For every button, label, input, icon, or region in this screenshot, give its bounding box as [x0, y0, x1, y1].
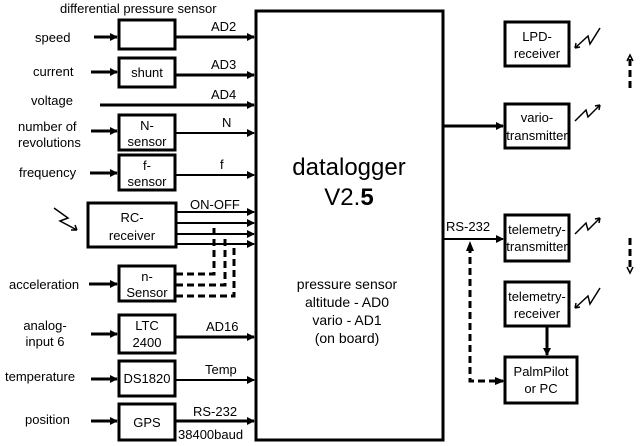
- vario-radio-icon: [574, 104, 601, 122]
- n-accel-label-1: n-: [141, 269, 153, 284]
- telemetry-transmitter-label-2: transmitter: [506, 239, 568, 254]
- shunt-box: [117, 56, 177, 89]
- telemetry-receiver-box: [503, 280, 571, 328]
- shunt-label: shunt: [131, 65, 163, 80]
- onboard-line-2: altitude - AD0: [305, 294, 389, 310]
- temp-signal: Temp: [205, 362, 237, 377]
- revolutions-label-1: number of: [18, 119, 77, 134]
- accel-dash-line-1: [176, 228, 216, 276]
- rc-receiver-box: [86, 201, 178, 249]
- ad2-signal: AD2: [211, 19, 236, 34]
- palmpilot-label-1: PalmPilot: [514, 364, 569, 379]
- onboard-line-4: (on board): [315, 330, 380, 346]
- rc-receiver-label-1: RC-: [120, 210, 143, 225]
- ad4-signal: AD4: [211, 87, 236, 102]
- onboard-line-3: vario - AD1: [312, 312, 381, 328]
- analog-input-label-2: input 6: [25, 334, 64, 349]
- pc-serial-up-arrowhead: [466, 241, 474, 251]
- onboard-line-1: pressure sensor: [297, 276, 398, 292]
- vario-transmitter-box: [503, 102, 571, 150]
- ltc2400-label-1: LTC: [135, 318, 159, 333]
- gps-box: [117, 402, 177, 442]
- current-label: current: [33, 64, 74, 79]
- datalogger-box: [254, 9, 445, 442]
- telemetry-transmitter-box: [503, 213, 571, 263]
- f-sensor-box: [117, 153, 177, 192]
- pc-serial-right-arrowhead: [495, 377, 505, 385]
- telemetry-receiver-label-2: receiver: [514, 306, 561, 321]
- temperature-label: temperature: [5, 369, 75, 384]
- palmpilot-label-2: or PC: [524, 381, 557, 396]
- n-signal: N: [222, 115, 231, 130]
- voltage-label: voltage: [31, 93, 73, 108]
- lpd-receiver-box: [503, 20, 571, 68]
- rs232-gps-signal: RS-232: [193, 404, 237, 419]
- rc-receiver-label-2: receiver: [109, 228, 156, 243]
- ad16-signal: AD16: [206, 319, 239, 334]
- n-sensor-box: [117, 113, 177, 152]
- lpd-receiver-label-2: receiver: [514, 46, 561, 61]
- telemetry-tx-radio-icon: [574, 217, 601, 235]
- revolutions-label-2: revolutions: [18, 135, 81, 150]
- analog-input-label-1: analog-: [23, 318, 66, 333]
- pc-serial-dash-line: [468, 246, 503, 383]
- differential-pressure-sensor-box: [117, 18, 177, 51]
- vario-transmitter-label-2: transmitter: [506, 128, 568, 143]
- ds1820-label: DS1820: [124, 371, 171, 386]
- rs232-out-signal: RS-232: [446, 219, 490, 234]
- speed-label: speed: [35, 30, 70, 45]
- ad3-signal: AD3: [211, 57, 236, 72]
- accel-dash-line-2: [176, 238, 227, 287]
- n-accel-label-2: Sensor: [126, 285, 168, 300]
- rc-radio-icon: [53, 207, 78, 231]
- position-label: position: [25, 412, 70, 427]
- palmpilot-pc-box: [503, 355, 579, 405]
- ds1820-box: [117, 359, 177, 398]
- ltc2400-box: [117, 313, 177, 355]
- telemetry-transmitter-label-1: telemetry-: [508, 222, 566, 237]
- lpd-dash-arrowhead: [626, 53, 634, 62]
- ltc2400-label-2: 2400: [133, 335, 162, 350]
- acceleration-label: acceleration: [9, 277, 79, 292]
- frequency-label: frequency: [19, 165, 77, 180]
- n-sensor-label-1: N-: [140, 118, 154, 133]
- lpd-radio-icon: [574, 27, 601, 49]
- datalogger-title: datalogger: [292, 154, 405, 181]
- n-sensor-accel-box: [117, 264, 177, 303]
- datalogger-version: V2.5: [324, 184, 373, 211]
- n-sensor-label-2: sensor: [127, 134, 167, 149]
- lpd-receiver-label-1: LPD-: [522, 29, 552, 44]
- telemetry-rx-radio-icon: [574, 287, 601, 309]
- gps-label: GPS: [133, 415, 161, 430]
- f-sensor-label-2: sensor: [127, 174, 167, 189]
- telemetry-receiver-label-1: telemetry-: [508, 289, 566, 304]
- baud-rate-label: 38400baud: [178, 427, 243, 442]
- on-off-signal: ON-OFF: [190, 197, 240, 212]
- accel-dash-line-3: [176, 247, 236, 298]
- vario-transmitter-label-1: vario-: [521, 110, 554, 125]
- telemetry-dash-arrowhead: [626, 266, 634, 275]
- differential-pressure-label: differential pressure sensor: [60, 1, 217, 16]
- f-signal: f: [220, 157, 224, 172]
- f-sensor-label-1: f-: [143, 158, 151, 173]
